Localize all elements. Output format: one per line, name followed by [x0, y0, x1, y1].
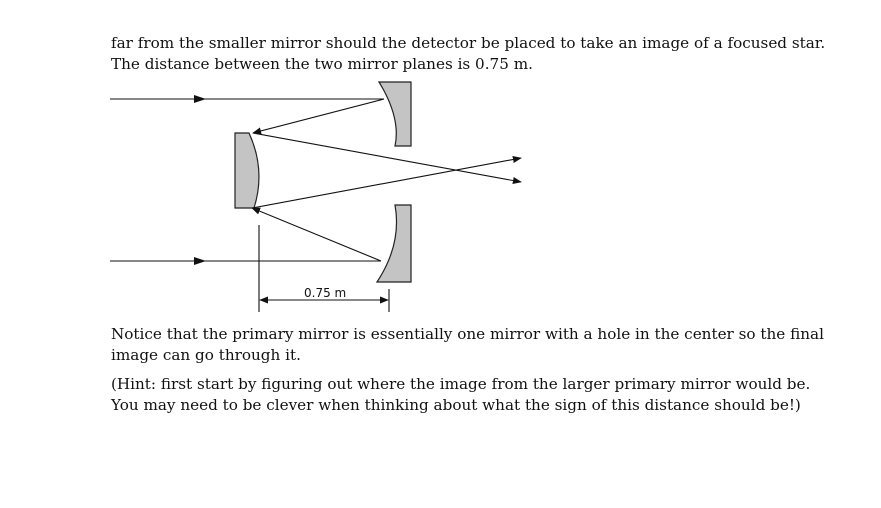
reflected-ray-top: [252, 98, 385, 135]
notice-line-2: image can go through it.: [111, 346, 301, 364]
reflected-ray-bottom: [251, 207, 382, 262]
secondary-mirror: [234, 132, 260, 209]
distance-label: 0.75 m: [304, 286, 346, 300]
hint-line-2: You may need to be clever when thinking …: [111, 396, 801, 414]
notice-paragraph: Notice that the primary mirror is essent…: [111, 324, 831, 366]
notice-line-1: Notice that the primary mirror is essent…: [111, 325, 824, 343]
output-ray-2: [251, 155, 522, 209]
hint-paragraph: (Hint: first start by figuring out where…: [111, 374, 831, 416]
output-ray-1: [252, 132, 522, 185]
hint-line-1: (Hint: first start by figuring out where…: [111, 375, 811, 393]
primary-mirror-top: [377, 81, 412, 147]
incoming-ray-top-arrow: [194, 95, 206, 103]
intro-line-1: far from the smaller mirror should the d…: [111, 34, 826, 52]
intro-paragraph: far from the smaller mirror should the d…: [111, 33, 831, 75]
incoming-ray-bottom-arrow: [194, 257, 206, 265]
primary-mirror-bottom: [375, 204, 412, 283]
intro-line-2: The distance between the two mirror plan…: [111, 55, 533, 73]
